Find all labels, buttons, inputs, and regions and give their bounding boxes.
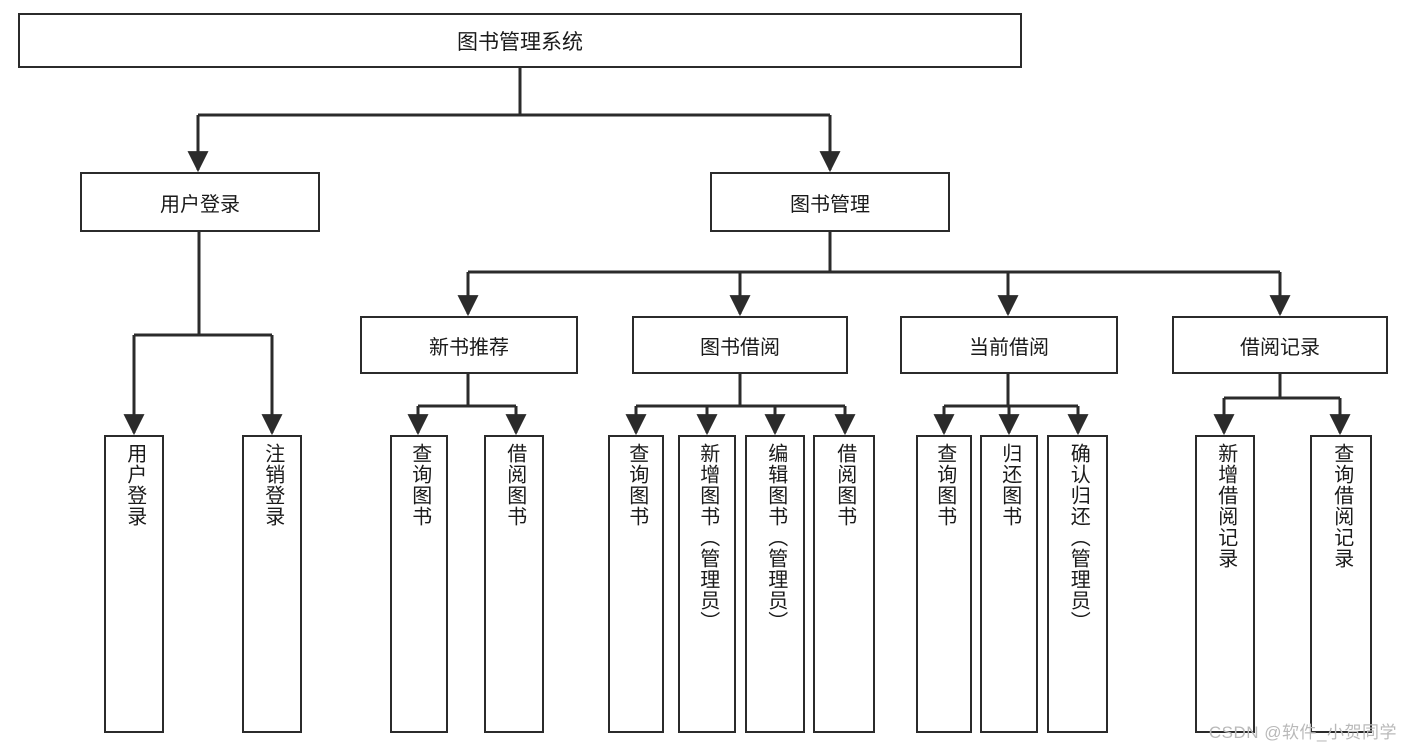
node-leaf-query-book-1-label: 查询图书	[408, 443, 431, 527]
node-current-borrow[interactable]: 当前借阅	[900, 316, 1118, 374]
node-leaf-borrow-book-1[interactable]: 借阅图书	[484, 435, 544, 733]
node-leaf-borrow-book-1-label: 借阅图书	[503, 443, 526, 527]
node-leaf-borrow-book-2[interactable]: 借阅图书	[813, 435, 875, 733]
node-leaf-add-book[interactable]: 新增图书（管理员）	[678, 435, 736, 733]
node-leaf-query-book-3[interactable]: 查询图书	[916, 435, 972, 733]
node-leaf-query-book-3-label: 查询图书	[933, 443, 956, 527]
node-borrow-record[interactable]: 借阅记录	[1172, 316, 1388, 374]
node-leaf-confirm-return-label: 确认归还（管理员）	[1067, 443, 1090, 632]
node-leaf-logout-label: 注销登录	[261, 443, 284, 527]
node-book-manage[interactable]: 图书管理	[710, 172, 950, 232]
node-book-borrow-label: 图书借阅	[700, 336, 780, 359]
node-new-book-recommendation[interactable]: 新书推荐	[360, 316, 578, 374]
node-root[interactable]: 图书管理系统	[18, 13, 1022, 68]
node-leaf-add-book-label: 新增图书（管理员）	[696, 443, 719, 632]
node-new-book-recommendation-label: 新书推荐	[429, 336, 509, 359]
node-leaf-add-record[interactable]: 新增借阅记录	[1195, 435, 1255, 733]
node-leaf-edit-book[interactable]: 编辑图书（管理员）	[745, 435, 805, 733]
node-user-login[interactable]: 用户登录	[80, 172, 320, 232]
node-leaf-return-book-label: 归还图书	[998, 443, 1021, 527]
node-leaf-edit-book-label: 编辑图书（管理员）	[764, 443, 787, 632]
node-leaf-return-book[interactable]: 归还图书	[980, 435, 1038, 733]
node-leaf-logout[interactable]: 注销登录	[242, 435, 302, 733]
node-leaf-borrow-book-2-label: 借阅图书	[833, 443, 856, 527]
node-leaf-user-login-label: 用户登录	[123, 443, 146, 527]
node-current-borrow-label: 当前借阅	[969, 336, 1049, 359]
node-leaf-query-book-2-label: 查询图书	[625, 443, 648, 527]
node-user-login-label: 用户登录	[160, 193, 240, 216]
node-leaf-add-record-label: 新增借阅记录	[1214, 443, 1237, 569]
node-leaf-query-record[interactable]: 查询借阅记录	[1310, 435, 1372, 733]
node-leaf-query-book-2[interactable]: 查询图书	[608, 435, 664, 733]
node-book-manage-label: 图书管理	[790, 193, 870, 216]
node-root-label: 图书管理系统	[457, 30, 583, 54]
node-leaf-query-record-label: 查询借阅记录	[1330, 443, 1353, 569]
node-leaf-query-book-1[interactable]: 查询图书	[390, 435, 448, 733]
node-leaf-user-login[interactable]: 用户登录	[104, 435, 164, 733]
watermark: CSDN @软件_小贺同学	[1208, 723, 1397, 742]
node-borrow-record-label: 借阅记录	[1240, 336, 1320, 359]
node-book-borrow[interactable]: 图书借阅	[632, 316, 848, 374]
node-leaf-confirm-return[interactable]: 确认归还（管理员）	[1047, 435, 1108, 733]
